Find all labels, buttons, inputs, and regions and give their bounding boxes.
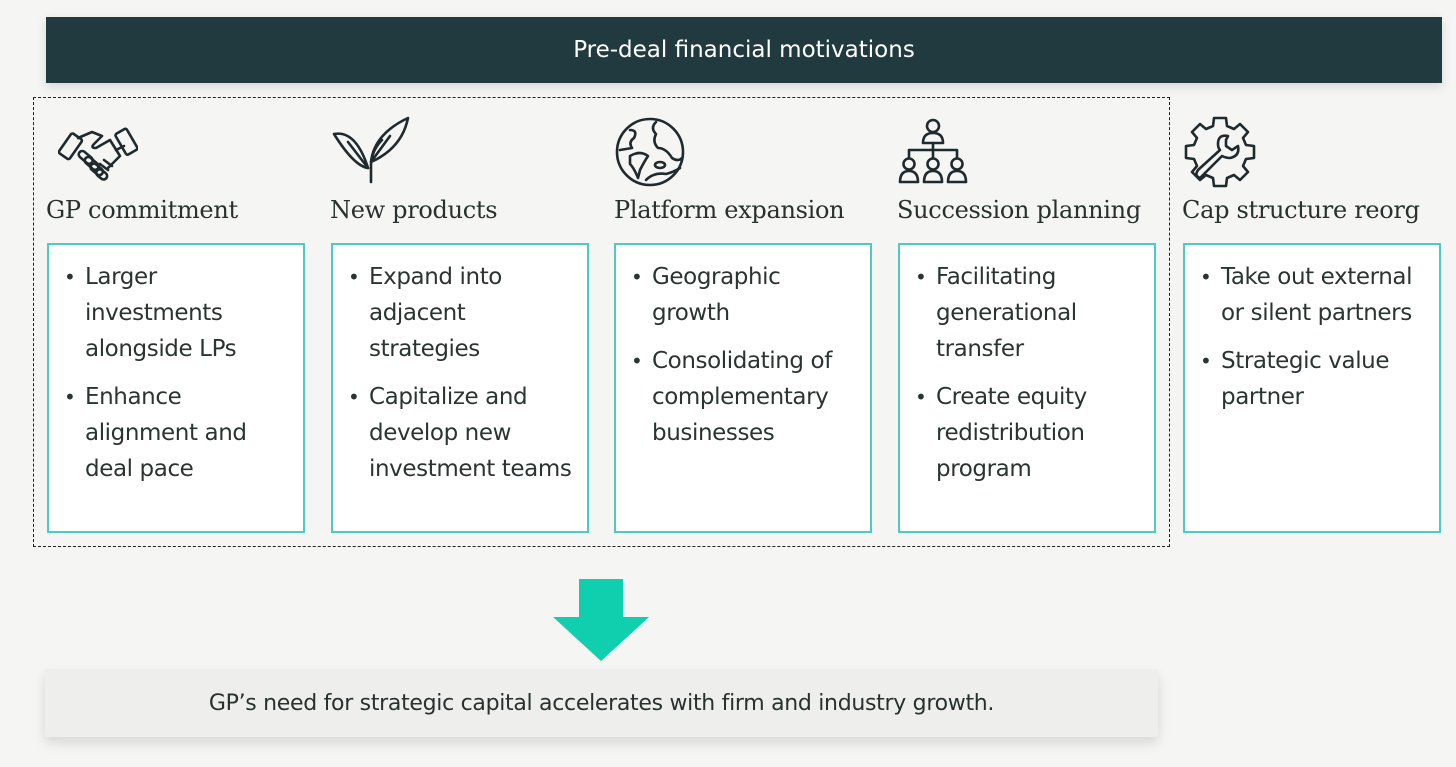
bullet-item: Take out external or silent partners [1199, 259, 1429, 331]
arrow-down-icon [553, 579, 649, 661]
column-title: Platform expansion [614, 196, 845, 224]
header-bar: Pre-deal financial motivations [46, 17, 1442, 83]
card-cap-structure-reorg: Take out external or silent partners Str… [1183, 243, 1441, 533]
card-succession-planning: Facilitating generational transfer Creat… [898, 243, 1156, 533]
globe-icon [610, 112, 690, 188]
gear-wrench-icon [1180, 112, 1260, 188]
org-chart-icon [893, 112, 973, 188]
bullet-item: Create equity redistribution program [914, 379, 1144, 487]
bullet-item: Larger investments alongside LPs [63, 259, 293, 367]
conclusion-text: GP’s need for strategic capital accelera… [208, 690, 995, 716]
handshake-icon [57, 112, 139, 188]
header-title: Pre-deal financial motivations [573, 37, 915, 63]
column-title: Succession planning [897, 196, 1141, 224]
column-title: Cap structure reorg [1182, 196, 1420, 224]
bullet-item: Capitalize and develop new investment te… [347, 379, 577, 487]
conclusion-box: GP’s need for strategic capital accelera… [45, 669, 1158, 737]
column-title: New products [330, 196, 498, 224]
bullet-item: Consolidating of complementary businesse… [630, 343, 860, 451]
bullet-item: Expand into adjacent strategies [347, 259, 577, 367]
bullet-item: Enhance alignment and deal pace [63, 379, 293, 487]
card-new-products: Expand into adjacent strategies Capitali… [331, 243, 589, 533]
column-title: GP commitment [46, 196, 238, 224]
card-platform-expansion: Geographic growth Consolidating of compl… [614, 243, 872, 533]
pre-deal-group-outline [33, 97, 1170, 547]
sprout-icon [330, 112, 410, 188]
card-gp-commitment: Larger investments alongside LPs Enhance… [47, 243, 305, 533]
bullet-item: Strategic value partner [1199, 343, 1429, 415]
bullet-item: Facilitating generational transfer [914, 259, 1144, 367]
bullet-item: Geographic growth [630, 259, 860, 331]
